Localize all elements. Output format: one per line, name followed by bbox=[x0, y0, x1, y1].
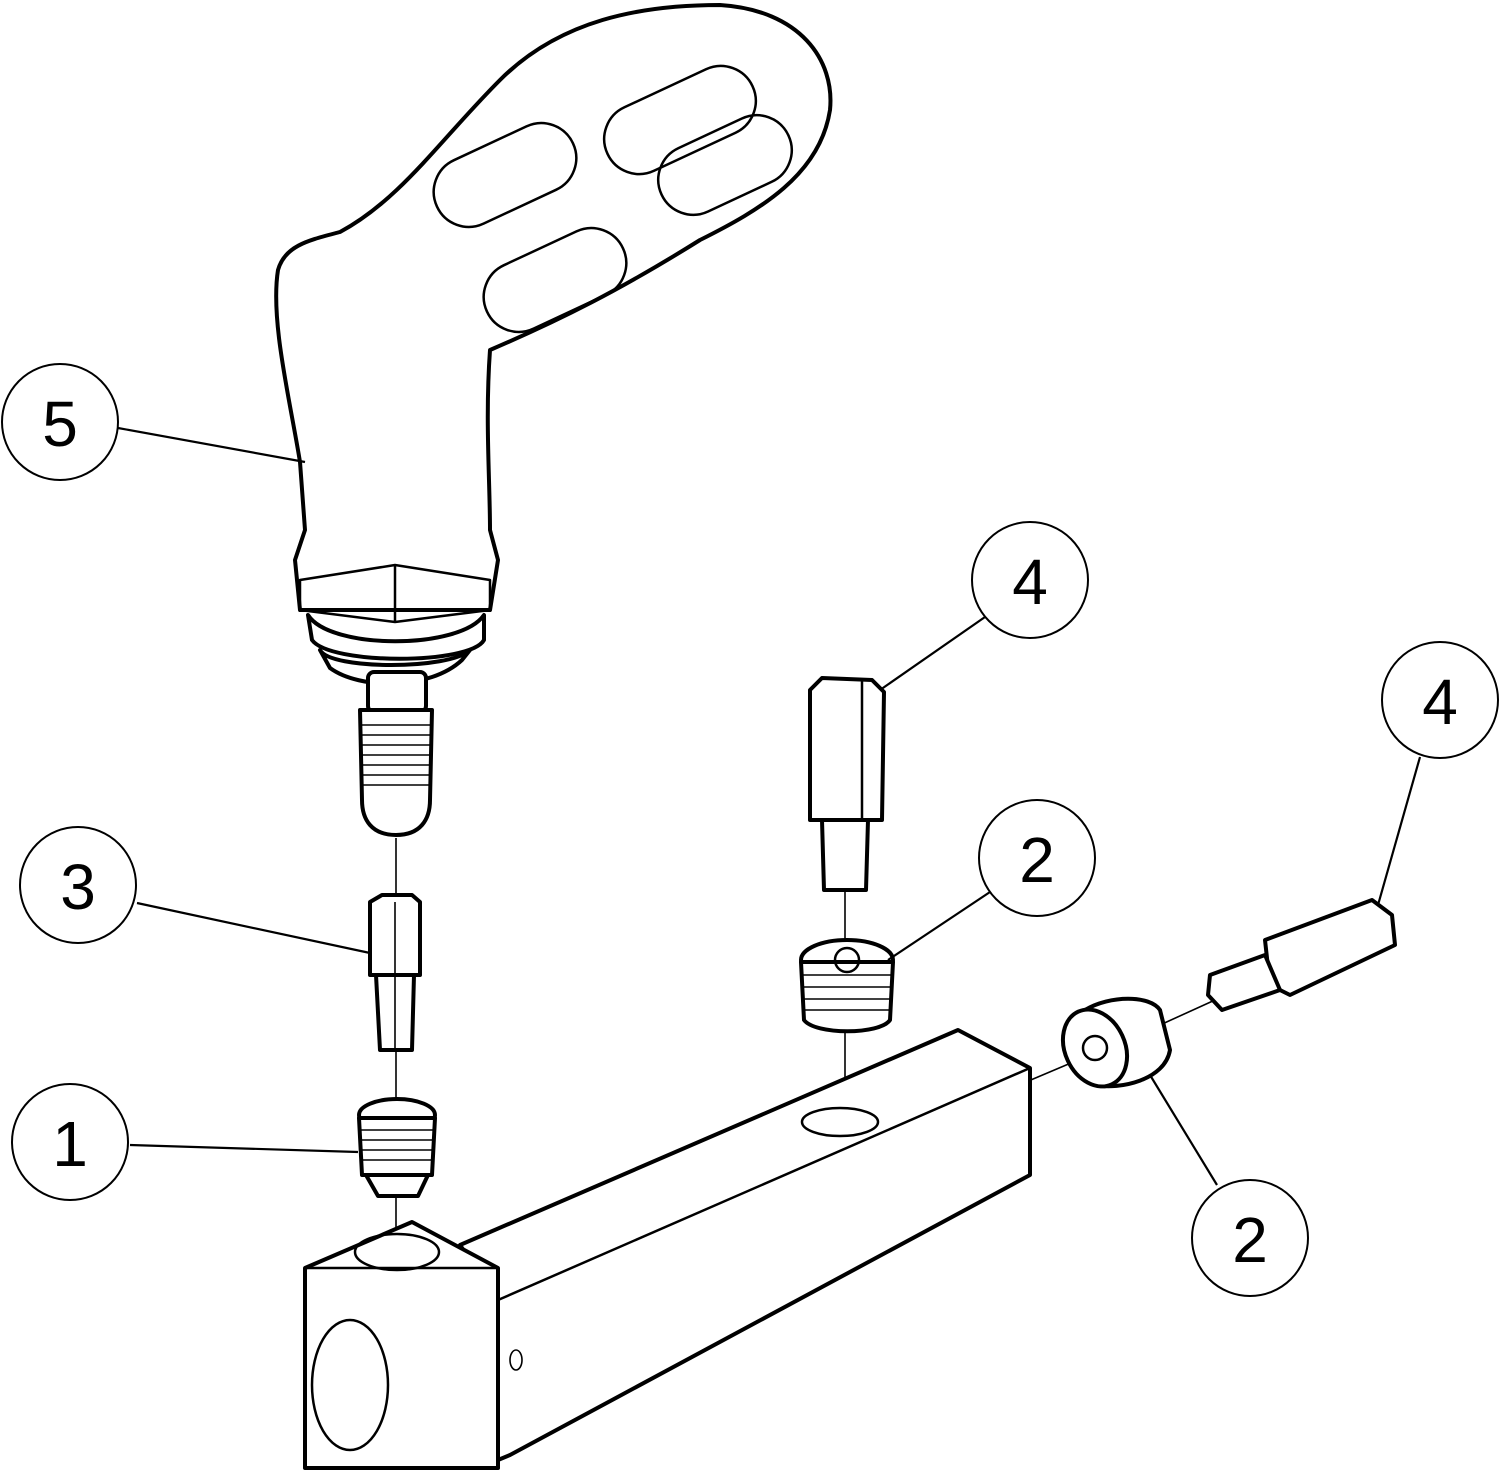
callout-3: 3 bbox=[19, 826, 137, 944]
torx-bit bbox=[368, 893, 422, 1052]
leader-lines bbox=[117, 426, 1422, 1186]
callout-label: 4 bbox=[1012, 546, 1048, 618]
callout-label: 1 bbox=[52, 1108, 88, 1180]
screw-2-right bbox=[1060, 996, 1172, 1089]
callout-5: 5 bbox=[1, 363, 119, 481]
callout-1: 1 bbox=[11, 1083, 129, 1201]
callout-label: 2 bbox=[1232, 1204, 1268, 1276]
hex-bit-upper bbox=[808, 676, 886, 892]
t-handle bbox=[274, 3, 833, 686]
callout-label: 4 bbox=[1422, 666, 1458, 738]
callout-label: 2 bbox=[1019, 824, 1055, 896]
handle-adapter bbox=[358, 670, 434, 837]
callout-4-right: 4 bbox=[1381, 641, 1499, 759]
screw-2-upper bbox=[799, 938, 895, 1034]
screw-1 bbox=[357, 1097, 437, 1198]
callout-2-upper: 2 bbox=[978, 799, 1096, 917]
hex-bit-right bbox=[1206, 898, 1397, 1012]
tool-bar-body bbox=[303, 1028, 1032, 1470]
callout-label: 5 bbox=[42, 388, 78, 460]
callout-4-upper: 4 bbox=[971, 521, 1089, 639]
callout-label: 3 bbox=[60, 851, 96, 923]
callout-2-right: 2 bbox=[1191, 1179, 1309, 1297]
